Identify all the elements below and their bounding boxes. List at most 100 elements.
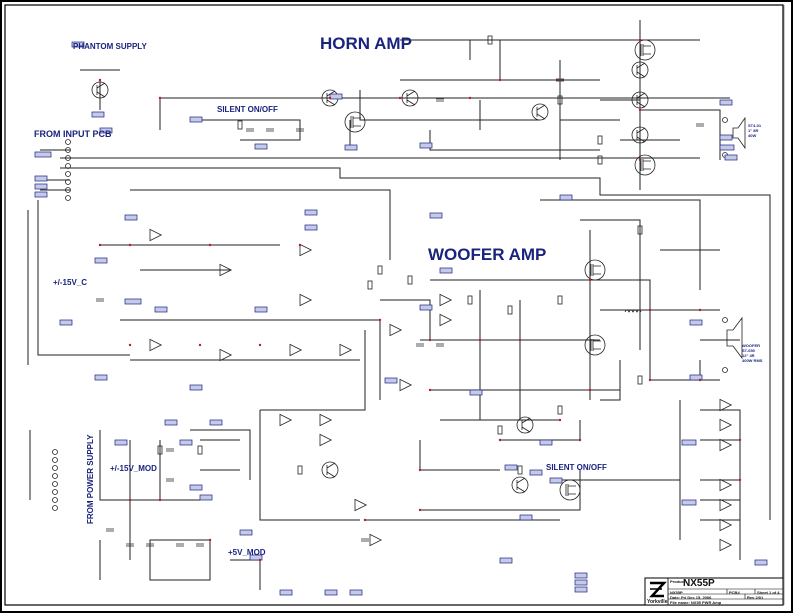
resistor-icon: [597, 155, 603, 165]
opamp-icon: [279, 413, 293, 427]
net-label: [574, 586, 588, 593]
net-label: [349, 589, 363, 596]
resistor-icon: [597, 135, 603, 145]
junction-dot: [698, 378, 702, 382]
transistor-icon: [631, 126, 649, 144]
net-label: [574, 579, 588, 586]
junction-dot: [258, 343, 262, 347]
transistor-leads: [521, 417, 531, 433]
net-label: [384, 377, 398, 384]
silent-on-off-horn-label: SILENT ON/OFF: [217, 105, 278, 114]
opamp-icon: [399, 378, 413, 392]
opamp-icon: [319, 433, 333, 447]
woofer-spec-line: ST-650: [742, 348, 755, 353]
mosfet-leads: [350, 116, 361, 128]
from-input-pcb-label: FROM INPUT PCB: [34, 129, 112, 139]
capacitor-icon: [361, 538, 369, 542]
junction-dot: [648, 308, 652, 312]
junction-dot: [638, 108, 642, 112]
junction-dot: [648, 378, 652, 382]
transistor-icon: [321, 461, 339, 479]
title-rev: Rev 2/01: [747, 594, 764, 600]
opamp-icon: [354, 498, 368, 512]
mosfet-icon: [559, 479, 581, 501]
connector-pin-icon: [65, 187, 71, 193]
p5v-mod-label: +5V_MOD: [228, 548, 266, 557]
connector-pin-icon: [65, 163, 71, 169]
resistor-icon: [557, 295, 563, 305]
opamp-icon: [719, 498, 733, 512]
pm15v-mod-label: +/-15V_MOD: [110, 464, 157, 473]
capacitor-icon: [696, 123, 704, 127]
junction-dot: [363, 518, 367, 522]
mosfet-leads: [640, 159, 651, 171]
capacitor-icon: [126, 543, 134, 547]
opamp-icon: [719, 518, 733, 532]
net-label: [279, 589, 293, 596]
title-date: Date: Fri Dec 15, 2006: [670, 594, 712, 600]
net-label: [549, 477, 563, 484]
opamp-icon: [369, 533, 383, 547]
connector-pin-icon: [52, 489, 58, 495]
wire: [540, 199, 701, 290]
wire: [60, 167, 771, 520]
junction-dot: [398, 96, 402, 100]
resistor-icon: [517, 465, 523, 475]
net-label: [239, 529, 253, 536]
junction-dot: [158, 96, 162, 100]
transistor-icon: [631, 61, 649, 79]
connector-pin-icon: [52, 481, 58, 487]
junction-dot: [498, 78, 502, 82]
junction-dot: [298, 243, 302, 247]
junction-dot: [638, 38, 642, 42]
wire: [130, 189, 391, 260]
junction-dot: [98, 78, 102, 82]
opamp-icon: [389, 323, 403, 337]
net-label: [99, 127, 113, 134]
capacitor-icon: [146, 543, 154, 547]
woofer-spec: WOOFER ST-650 12" 4R 400W RMS: [742, 343, 762, 363]
transistor-icon: [516, 416, 534, 434]
transistor-leads: [326, 90, 336, 106]
junction-dot: [588, 278, 592, 282]
opamp-icon: [149, 228, 163, 242]
resistor-icon: [377, 265, 383, 275]
junction-dot: [418, 468, 422, 472]
net-label: [681, 439, 697, 446]
resistor-icon: [237, 120, 243, 130]
junction-dot: [208, 243, 212, 247]
net-label: [189, 116, 203, 123]
horn-spec-line: 1" 8R: [748, 128, 759, 133]
connector-pin-icon: [52, 449, 58, 455]
capacitor-icon: [106, 528, 114, 532]
transistor-icon: [511, 476, 529, 494]
junction-dot: [478, 338, 482, 342]
title-product: NX55P: [683, 578, 715, 589]
wire: [640, 109, 721, 160]
wire: [99, 430, 200, 501]
inductor-icon: [624, 309, 642, 313]
components: [52, 35, 746, 552]
wire: [500, 420, 581, 441]
junction-dot: [258, 558, 262, 562]
silent-on-off-woofer-label: SILENT ON/OFF: [546, 463, 607, 472]
transistor-leads: [636, 127, 646, 143]
junction-dot: [128, 243, 132, 247]
junction-dot: [738, 478, 742, 482]
net-label: [519, 514, 533, 521]
horn-spec-line: 40W: [748, 133, 757, 138]
connector-pin-icon: [65, 179, 71, 185]
wire: [429, 130, 600, 151]
junction-dot: [698, 308, 702, 312]
capacitor-icon: [296, 128, 304, 132]
horn-amp-heading: HORN AMP: [320, 34, 412, 53]
junction-dot: [558, 78, 562, 82]
wire: [430, 279, 651, 380]
junction-dot: [578, 438, 582, 442]
transistor-icon: [631, 91, 649, 109]
net-label: [689, 319, 703, 326]
mosfet-leads: [590, 339, 601, 351]
connector-pin-icon: [52, 465, 58, 471]
net-label: [34, 175, 48, 182]
net-label: [419, 142, 433, 149]
